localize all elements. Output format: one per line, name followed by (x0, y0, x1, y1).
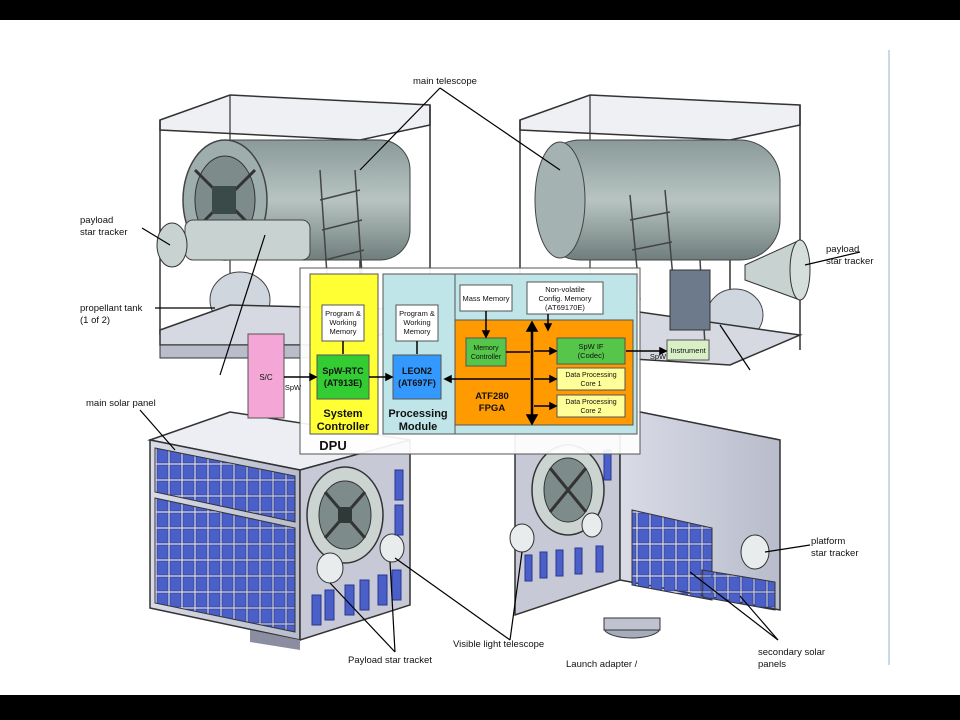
spw-rtc-label-1: SpW-RTC (322, 366, 364, 376)
nv-memory-line-3: (AT69170E) (545, 303, 585, 312)
leon2-label-2: (AT697F) (398, 378, 436, 388)
memory-controller-line-1: Memory (473, 345, 499, 352)
label-main-telescope: main telescope (413, 76, 477, 87)
label-propellant-tank-1: propellant tank (80, 303, 143, 314)
label-payload-star-tracker-left-2: star tracker (80, 227, 128, 238)
system-controller-title-2: Controller (317, 421, 370, 433)
sys-mem-line-2: Working (329, 318, 356, 327)
proc-mem-line-1: Program & (399, 309, 435, 318)
spw-sc-label: SpW (285, 383, 302, 392)
label-platform-star-tracker-2: star tracker (811, 548, 859, 559)
processing-module-block (382, 273, 456, 435)
label-main-solar-panel: main solar panel (86, 398, 156, 409)
dpu-title: DPU (319, 438, 346, 453)
fpga-label-1: ATF280 (475, 391, 509, 402)
component-labels: main telescope payload star tracker payl… (80, 76, 874, 670)
spw-rtc-label-2: (AT913E) (324, 378, 362, 388)
callout-lines (139, 87, 861, 653)
mass-memory-label: Mass Memory (462, 294, 509, 303)
label-payload-star-tracket: Payload star tracket (348, 655, 432, 666)
core2-line-2: Core 2 (580, 408, 601, 415)
fpga-label-2: FPGA (479, 403, 506, 414)
processing-module-title-1: Processing (388, 408, 447, 420)
nv-memory-line-2: Config. Memory (539, 294, 592, 303)
label-payload-star-tracker-left-1: payload (80, 215, 113, 226)
sc-label: S/C (259, 373, 273, 382)
core1-line-2: Core 1 (580, 381, 601, 388)
spw-if-line-1: SpW IF (578, 342, 603, 351)
spw-instrument-label: SpW (650, 352, 667, 361)
system-controller-block (309, 273, 379, 435)
processing-module-title-2: Module (399, 421, 438, 433)
leon2-chip (392, 354, 442, 400)
top-black-bar (0, 0, 960, 20)
core1-line-1: Data Processing (565, 372, 616, 379)
sys-mem-line-3: Memory (329, 327, 356, 336)
sys-mem-line-1: Program & (325, 309, 361, 318)
core2-line-1: Data Processing (565, 399, 616, 406)
instrument-box (666, 339, 710, 361)
label-launch-adapter: Launch adapter / (566, 659, 638, 670)
bottom-black-bar (0, 695, 960, 720)
spw-if-line-2: (Codec) (578, 351, 605, 360)
proc-mem-line-2: Working (403, 318, 430, 327)
proc-mem-line-3: Memory (403, 327, 430, 336)
sc-box (247, 333, 285, 419)
spw-rtc-chip (316, 354, 370, 400)
label-propellant-tank-2: (1 of 2) (80, 315, 110, 326)
label-payload-star-tracker-right-2: star tracker (826, 256, 874, 267)
left-service-module (147, 411, 411, 650)
right-service-module (509, 407, 781, 639)
dpu-block-diagram: Program & Working Memory SpW-RTC (AT913E… (247, 267, 710, 455)
memory-controller-line-2: Controller (471, 354, 502, 361)
nv-memory-line-1: Non-volatile (545, 285, 585, 294)
label-payload-star-tracker-right-1: payload (826, 244, 859, 255)
label-secondary-solar-panels-2: panels (758, 659, 786, 670)
instrument-label: Instrument (670, 346, 706, 355)
leon2-label-1: LEON2 (402, 366, 432, 376)
system-controller-title-1: System (323, 408, 362, 420)
left-payload-module (156, 94, 431, 359)
label-secondary-solar-panels-1: secondary solar (758, 647, 825, 658)
label-platform-star-tracker-1: platform (811, 536, 845, 547)
label-visible-light-telescope: Visible light telescope (453, 639, 544, 650)
